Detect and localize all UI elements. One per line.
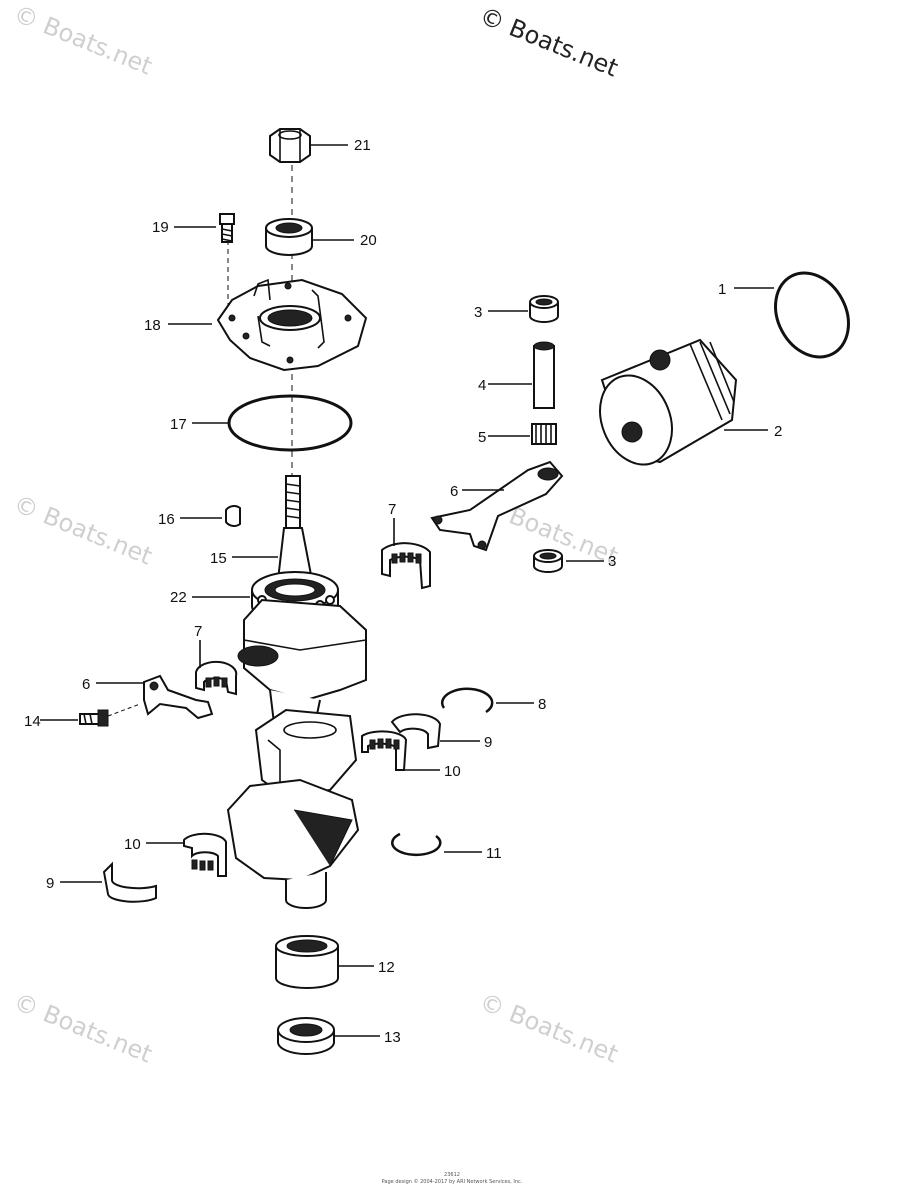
callout-5: 5	[478, 429, 486, 446]
part-5-needle-bearing	[531, 423, 557, 445]
callout-20: 20	[360, 232, 377, 249]
part-10-needle-cage-upper	[361, 730, 408, 771]
callout-3-upper: 3	[474, 304, 482, 321]
callout-8: 8	[538, 696, 546, 713]
callout-21: 21	[354, 137, 371, 154]
crankshaft-body	[226, 598, 367, 909]
callout-17: 17	[170, 416, 187, 433]
part-9-race-upper	[390, 713, 442, 750]
callout-10-lower: 10	[124, 836, 141, 853]
part-1-piston-ring	[774, 271, 850, 359]
part-15-crankshaft-taper	[276, 475, 314, 581]
part-4-piston-pin	[533, 341, 555, 409]
part-3-bushing-upper	[529, 295, 559, 323]
callout-7-lower: 7	[194, 623, 202, 640]
watermark-top: © Boats.net	[476, 2, 622, 83]
part-16-key	[225, 505, 241, 527]
watermark-mid-left: © Boats.net	[10, 490, 156, 571]
part-9-race-lower	[102, 861, 157, 903]
part-14-cap-screw	[79, 703, 141, 727]
part-10-needle-cage-lower	[183, 832, 227, 877]
part-7-needle-cage-lower	[195, 660, 238, 696]
callout-2: 2	[774, 423, 782, 440]
part-13-seal	[277, 1017, 335, 1055]
leader-lines	[40, 144, 774, 1037]
part-6-rod-cap	[143, 674, 214, 720]
part-18-housing	[216, 278, 368, 372]
part-21-nut	[269, 128, 311, 163]
part-2-piston	[599, 338, 738, 466]
callout-labels: 21 20 19 18 17 16 15 22 1 2 3 4 5 6 3 7 …	[24, 137, 782, 1046]
callout-19: 19	[152, 219, 169, 236]
watermark-top-left: © Boats.net	[10, 0, 156, 80]
callout-6-lower: 6	[82, 676, 90, 693]
callout-7-upper: 7	[388, 501, 396, 518]
callout-13: 13	[384, 1029, 401, 1046]
callout-22: 22	[170, 589, 187, 606]
watermark-bottom-right: © Boats.net	[476, 988, 622, 1069]
part-6-connecting-rod	[430, 460, 564, 552]
callout-16: 16	[158, 511, 175, 528]
part-3-bushing-lower	[533, 549, 563, 573]
part-7-needle-cage-upper	[381, 542, 431, 590]
callout-11: 11	[486, 845, 502, 862]
callout-12: 12	[378, 959, 395, 976]
callout-9-lower: 9	[46, 875, 54, 892]
callout-15: 15	[210, 550, 227, 567]
callout-14: 14	[24, 713, 41, 730]
callout-18: 18	[144, 317, 161, 334]
footer-copyright: Page design © 2004-2017 by ARI Network S…	[381, 1179, 523, 1185]
part-12-roller-bearing	[275, 935, 339, 989]
footer-code: 23612	[444, 1172, 460, 1178]
part-17-o-ring	[227, 394, 353, 452]
callout-9-upper: 9	[484, 734, 492, 751]
callout-6-upper: 6	[450, 483, 458, 500]
callout-1: 1	[718, 281, 726, 298]
callout-3-lower: 3	[608, 553, 616, 570]
watermark-bottom-left: © Boats.net	[10, 988, 156, 1069]
callout-10-upper: 10	[444, 763, 461, 780]
part-11-retaining-ring	[391, 832, 442, 857]
part-20-seal	[265, 218, 313, 256]
part-19-bolt	[219, 213, 235, 243]
watermark-group: © Boats.net © Boats.net © Boats.net © Bo…	[10, 0, 622, 1068]
callout-4: 4	[478, 377, 486, 394]
part-8-retaining-ring	[440, 687, 494, 714]
